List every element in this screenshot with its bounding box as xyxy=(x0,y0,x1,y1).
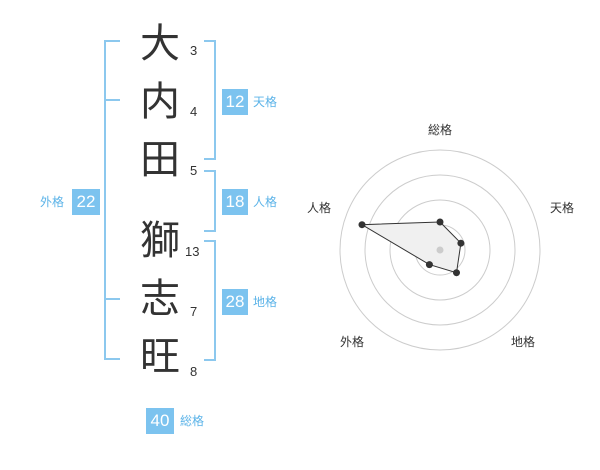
jinkaku-label: 人格 xyxy=(253,195,278,209)
radar-axis-label-jinkaku: 人格 xyxy=(307,200,331,215)
tenkaku-bracket xyxy=(204,40,216,160)
tenkaku-value: 12 xyxy=(222,89,248,115)
jinkaku-value: 18 xyxy=(222,189,248,215)
radar-points xyxy=(358,218,465,277)
radar-axis-label-gaikaku: 外格 xyxy=(340,334,364,349)
gaikaku-tick-1 xyxy=(104,99,120,101)
name-char-6: 旺 xyxy=(140,334,180,380)
name-char-2: 内 xyxy=(140,79,180,125)
jinkaku-bracket xyxy=(204,170,216,232)
radar-ring-4 xyxy=(339,149,541,351)
radar-ring-3 xyxy=(364,174,516,326)
stroke-count-3: 5 xyxy=(190,163,198,178)
chikaku-value: 28 xyxy=(222,289,248,315)
tenkaku-label: 天格 xyxy=(253,95,278,109)
stroke-count-1: 3 xyxy=(190,43,198,58)
radar-point-2 xyxy=(457,239,465,247)
radar-axis-label-soukaku: 総格 xyxy=(428,122,452,137)
soukaku-value: 40 xyxy=(146,408,174,434)
name-char-3: 田 xyxy=(140,137,180,183)
fortune-radar-chart: 総格 天格 地格 外格 人格 xyxy=(307,122,574,351)
radar-rings xyxy=(339,149,541,351)
gaikaku-bracket xyxy=(104,40,120,360)
radar-axis-label-chikaku: 地格 xyxy=(511,334,535,349)
name-char-4: 獅 xyxy=(140,218,180,264)
radar-center-dot xyxy=(436,246,444,254)
radar-ring-2 xyxy=(389,199,491,301)
radar-point-4 xyxy=(425,261,433,269)
radar-axis-label-tenkaku: 天格 xyxy=(550,200,574,215)
soukaku-label: 総格 xyxy=(180,414,205,428)
name-char-5: 志 xyxy=(140,276,180,322)
radar-point-5 xyxy=(358,221,366,229)
stroke-count-2: 4 xyxy=(190,104,198,119)
radar-point-1 xyxy=(436,218,444,226)
radar-area xyxy=(360,221,462,274)
gaikaku-tick-2 xyxy=(104,298,120,300)
stroke-count-6: 8 xyxy=(190,364,198,379)
chikaku-bracket xyxy=(204,240,216,361)
stroke-count-5: 7 xyxy=(190,304,198,319)
gaikaku-label: 外格 xyxy=(40,195,65,209)
radar-point-3 xyxy=(453,269,460,277)
stroke-count-4: 13 xyxy=(185,244,200,259)
gaikaku-value: 22 xyxy=(72,189,100,215)
name-char-1: 大 xyxy=(140,21,180,67)
chikaku-label: 地格 xyxy=(253,295,278,309)
